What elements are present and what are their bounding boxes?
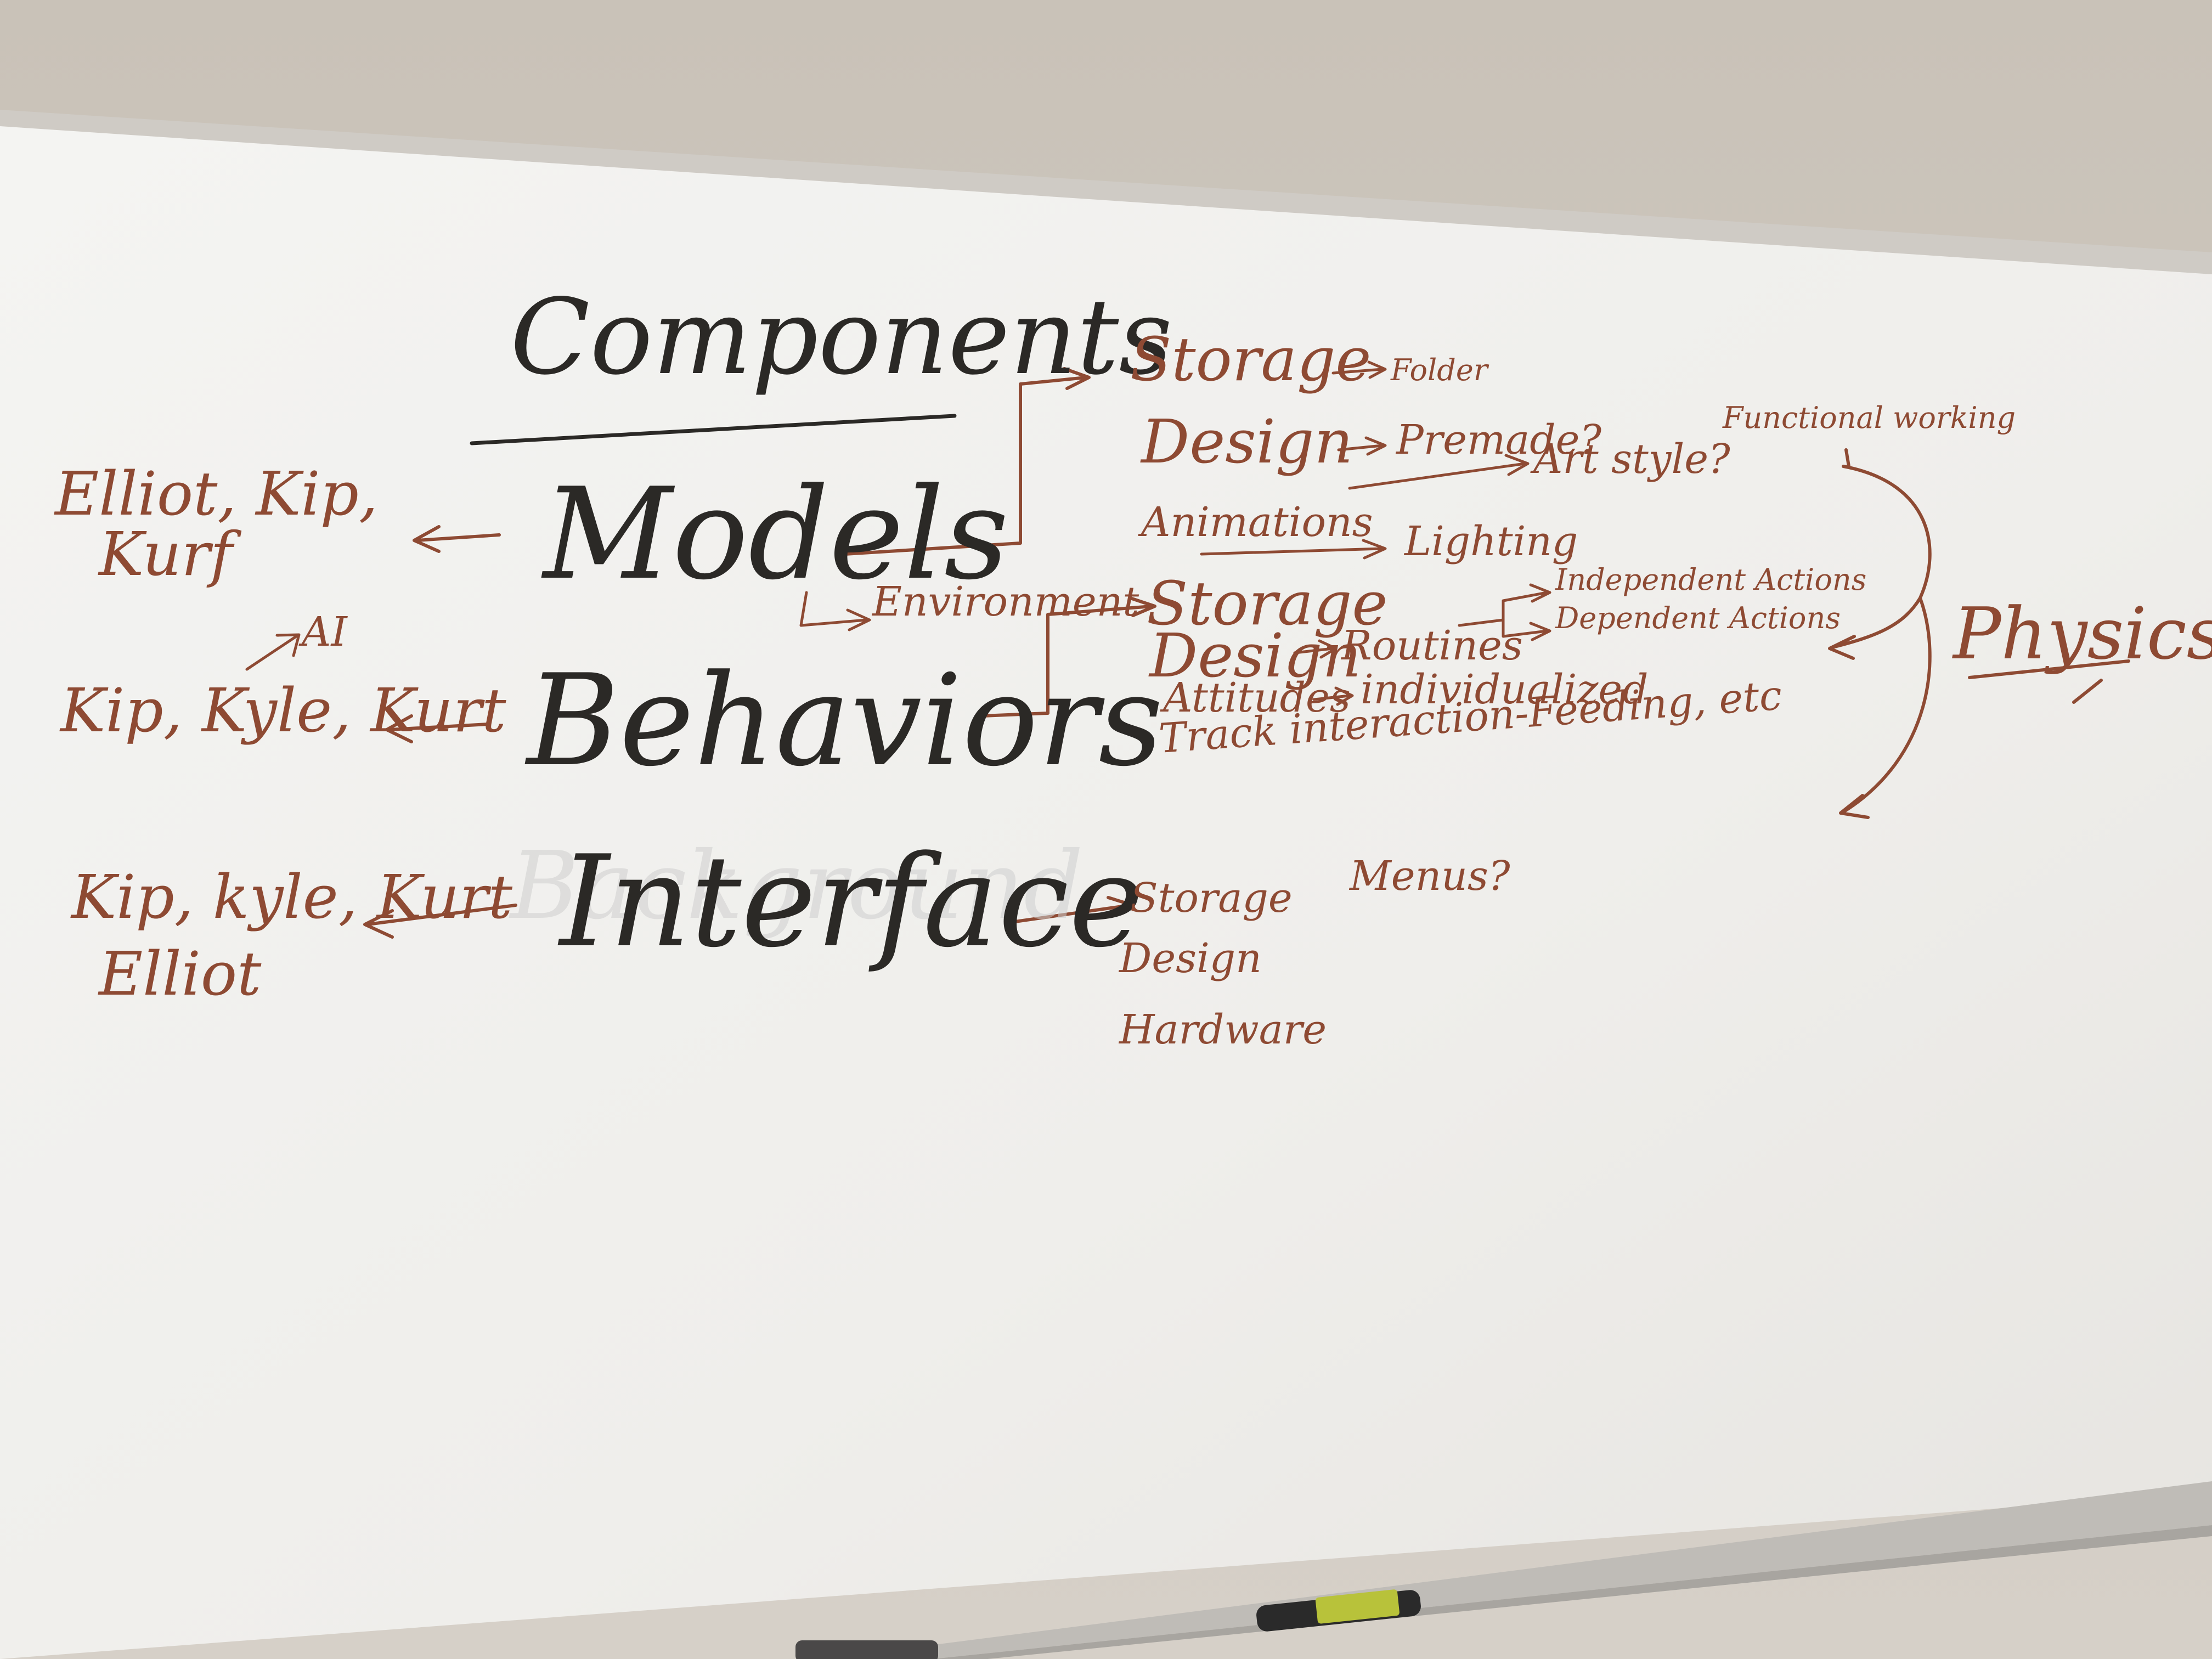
eraser bbox=[795, 1640, 938, 1659]
models-folder: Folder bbox=[1391, 353, 1488, 387]
marker bbox=[1256, 1589, 1421, 1632]
behaviors-independent-actions: Independent Actions bbox=[1555, 562, 1867, 597]
physics-label: Physics bbox=[1953, 592, 2212, 675]
heading-models: Models bbox=[543, 461, 1009, 608]
physics-brace bbox=[1828, 465, 1932, 660]
models-premade: Premade? bbox=[1396, 416, 1602, 464]
interface-hardware: Hardware bbox=[1119, 1006, 1327, 1053]
ai-arrow bbox=[245, 633, 301, 671]
behaviors-attitudes: Attitudes bbox=[1163, 674, 1351, 721]
whiteboard-top-frame bbox=[0, 110, 2212, 274]
behaviors-people: Kip, Kyle, Kurt bbox=[60, 675, 506, 746]
models-art-style: Art style? bbox=[1533, 436, 1730, 483]
interface-names-arrow bbox=[363, 904, 517, 939]
heading-interface: Interface bbox=[560, 829, 1144, 975]
models-lighting: Lighting bbox=[1404, 518, 1578, 565]
models-people-line2: Kurf bbox=[99, 519, 233, 589]
interface-design: Design bbox=[1119, 935, 1262, 982]
interface-storage: Storage bbox=[1130, 874, 1293, 922]
ghost-background: Background bbox=[510, 832, 1084, 940]
behaviors-storage: Storage bbox=[1147, 568, 1388, 639]
models-functional-working: Functional working bbox=[1723, 400, 2016, 435]
interface-menus: Menus? bbox=[1350, 853, 1510, 900]
behaviors-names-arrow bbox=[385, 714, 490, 743]
whiteboard-tray bbox=[823, 1481, 2212, 1659]
models-storage: Storage bbox=[1130, 324, 1372, 394]
models-animations: Animations bbox=[1141, 499, 1373, 546]
whiteboard-surface bbox=[0, 121, 2212, 1659]
models-bracket-arrow bbox=[843, 376, 1088, 556]
models-design: Design bbox=[1141, 407, 1353, 477]
environment-label: Environment bbox=[872, 578, 1139, 625]
title-underline bbox=[470, 414, 957, 445]
heading-behaviors: Behaviors bbox=[527, 648, 1164, 794]
interface-people-line1: Kip, kyle, Kurt bbox=[71, 862, 513, 932]
title-components: Components bbox=[510, 276, 1172, 398]
behaviors-bracket-arrow bbox=[980, 605, 1154, 718]
models-names-arrow bbox=[413, 525, 501, 553]
behaviors-individualized: individualized bbox=[1361, 666, 1649, 713]
behaviors-dependent-actions: Dependent Actions bbox=[1555, 601, 1841, 635]
interface-arrow bbox=[1013, 904, 1132, 923]
behaviors-design: Design bbox=[1149, 620, 1362, 691]
ai-label: AI bbox=[302, 608, 347, 656]
environment-arrow bbox=[799, 591, 871, 631]
models-people-line1: Elliot, Kip, bbox=[55, 459, 378, 529]
behaviors-routines: Routines bbox=[1341, 622, 1523, 669]
interface-people-line2: Elliot bbox=[99, 939, 262, 1009]
